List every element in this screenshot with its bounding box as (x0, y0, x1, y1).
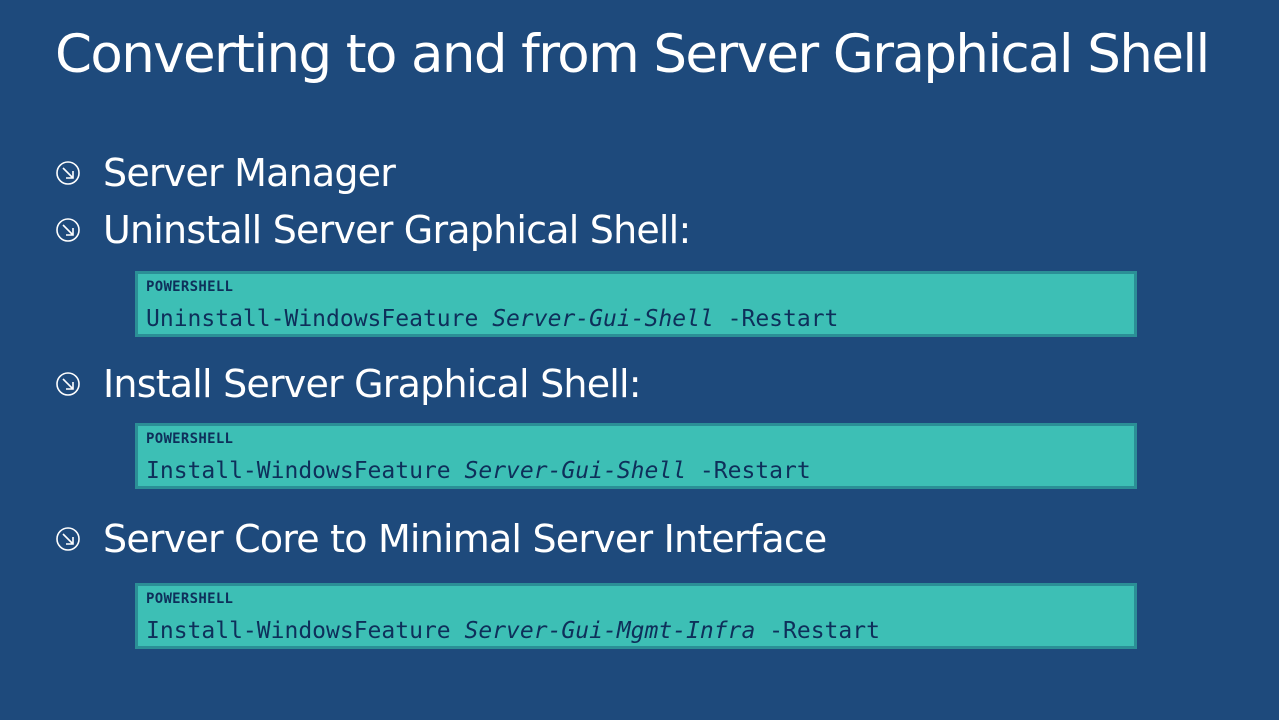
bullet-uninstall-shell: Uninstall Server Graphical Shell: (55, 208, 691, 252)
restart-switch: -Restart (727, 306, 839, 332)
arrow-circle-down-right-icon (56, 161, 80, 185)
code-command-line: Uninstall-WindowsFeature Server-Gui-Shel… (146, 305, 838, 333)
code-language-label: POWERSHELL (146, 431, 234, 447)
code-command-line: Install-WindowsFeature Server-Gui-Shell … (146, 457, 811, 485)
powershell-code-block: POWERSHELL Install-WindowsFeature Server… (135, 423, 1137, 489)
code-language-label: POWERSHELL (146, 279, 234, 295)
powershell-code-block: POWERSHELL Uninstall-WindowsFeature Serv… (135, 271, 1137, 337)
code-command-line: Install-WindowsFeature Server-Gui-Mgmt-I… (146, 617, 880, 645)
feature-name: Server-Gui-Shell (492, 306, 714, 332)
restart-switch: -Restart (769, 618, 880, 644)
slide-title: Converting to and from Server Graphical … (55, 24, 1210, 85)
arrow-circle-down-right-icon (56, 218, 80, 242)
bullet-text: Uninstall Server Graphical Shell: (103, 208, 691, 252)
arrow-circle-down-right-icon (56, 372, 80, 396)
powershell-code-block: POWERSHELL Install-WindowsFeature Server… (135, 583, 1137, 649)
code-language-label: POWERSHELL (146, 591, 234, 607)
cmdlet: Install-WindowsFeature (146, 618, 451, 644)
feature-name: Server-Gui-Shell (464, 458, 687, 484)
bullet-core-to-minimal: Server Core to Minimal Server Interface (55, 517, 827, 561)
feature-name: Server-Gui-Mgmt-Infra (464, 618, 756, 644)
cmdlet: Uninstall-WindowsFeature (146, 306, 479, 332)
bullet-server-manager: Server Manager (55, 151, 396, 195)
bullet-text: Install Server Graphical Shell: (103, 362, 642, 406)
cmdlet: Install-WindowsFeature (146, 458, 451, 484)
arrow-circle-down-right-icon (56, 527, 80, 551)
bullet-text: Server Manager (103, 151, 396, 195)
restart-switch: -Restart (699, 458, 811, 484)
bullet-text: Server Core to Minimal Server Interface (103, 517, 827, 561)
bullet-install-shell: Install Server Graphical Shell: (55, 362, 642, 406)
